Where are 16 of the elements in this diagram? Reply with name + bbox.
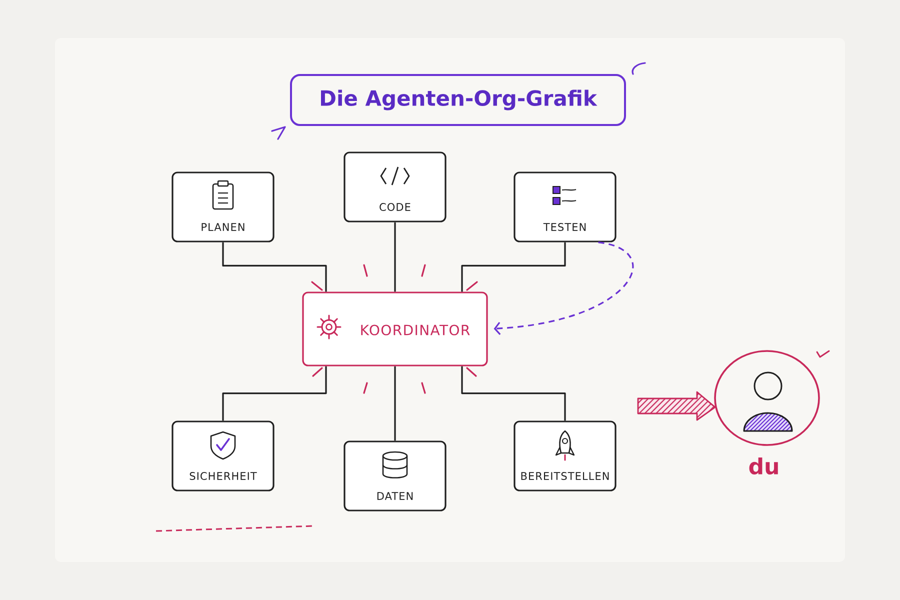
process-box: CODE (344, 152, 446, 222)
connector-line (222, 366, 327, 421)
connector-line (461, 366, 566, 421)
process-box: BEREITSTELLEN (514, 420, 616, 492)
process-box: SICHERHEIT (172, 420, 274, 492)
connector-line (394, 222, 396, 292)
title: Die Agenten-Org-Grafik (290, 74, 626, 126)
process-box: DATEN (344, 440, 446, 512)
process-box: PLANEN (172, 172, 274, 242)
connector-line (394, 366, 396, 441)
caption-text: du (749, 458, 778, 475)
highlight-box: KOORDINATOR (302, 292, 488, 366)
connector-line (461, 242, 566, 292)
dashed-arrow (494, 242, 634, 335)
process-box: TESTEN (514, 172, 616, 242)
connector-line (222, 242, 327, 292)
